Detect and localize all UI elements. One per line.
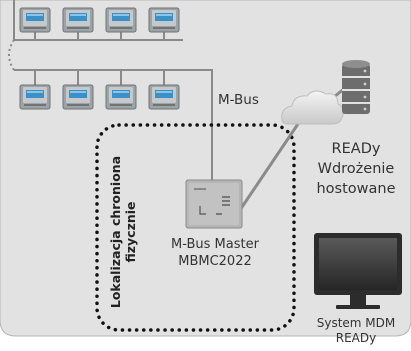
meter-top-1 [19, 7, 51, 33]
mbus-master-device [185, 179, 243, 229]
ready-hosted-label: READy Wdrożenie hostowane [306, 139, 406, 199]
master-cloud-link [238, 117, 304, 211]
bottom-bus [14, 69, 213, 188]
mdm-system-label: System MDM READy [304, 316, 408, 346]
meter-top-4 [148, 7, 180, 33]
bus-dotted-link [8, 39, 15, 71]
meter-top-2 [62, 7, 94, 33]
mbus-label: M-Bus [218, 92, 259, 108]
server-stack-icon [342, 60, 370, 114]
mbus-master-line-1: M-Bus Master [171, 237, 259, 252]
mbus-master-label: M-Bus Master MBMC2022 [160, 236, 270, 270]
ready-hosted-line-2: Wdrożenie [317, 161, 395, 177]
secure-location-label: Lokalizacja chroniona fizycznie [108, 156, 138, 308]
meter-bottom-1 [19, 84, 51, 110]
secure-location-line-1: Lokalizacja chroniona [108, 155, 123, 309]
meter-bottom-2 [62, 84, 94, 110]
meter-bottom-4 [148, 84, 180, 110]
mdm-system-line-2: READy [335, 331, 377, 345]
ready-hosted-line-1: READy [331, 141, 381, 157]
cloud-icon [281, 90, 344, 125]
monitor-icon [314, 233, 402, 309]
secure-location-line-2: fizycznie [123, 201, 138, 263]
mdm-system-line-1: System MDM [316, 316, 396, 330]
secure-location-boundary [95, 123, 296, 332]
ready-hosted-line-3: hostowane [316, 181, 396, 197]
meter-bottom-3 [105, 84, 137, 110]
meter-top-3 [105, 7, 137, 33]
mbus-master-line-2: MBMC2022 [178, 254, 252, 269]
